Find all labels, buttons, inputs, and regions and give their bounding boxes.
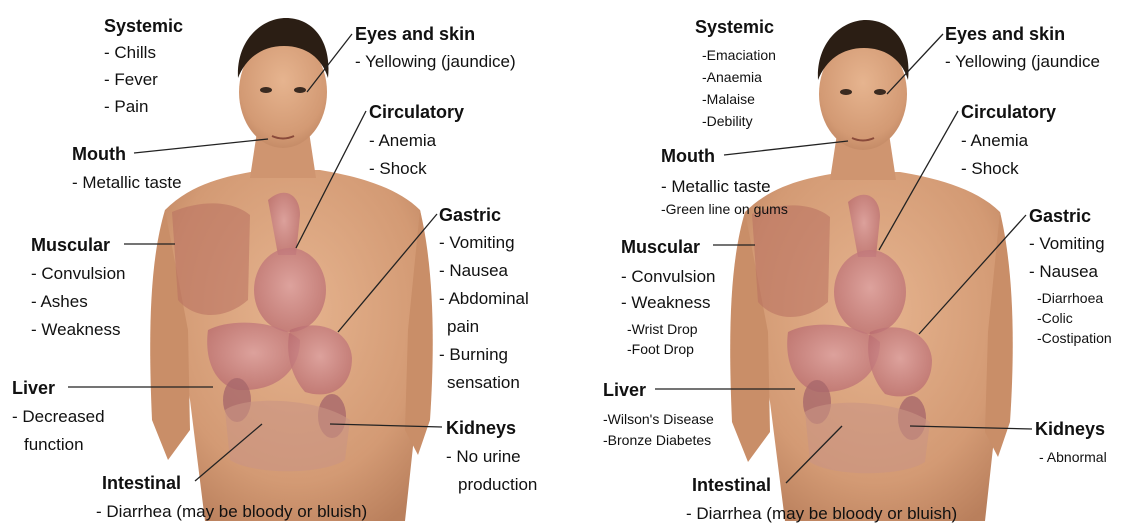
muscular-item: -Wrist Drop xyxy=(627,321,716,337)
circulatory-group: Circulatory - Anemia - Shock xyxy=(369,102,464,179)
muscular-title: Muscular xyxy=(31,235,126,256)
muscular-item: - Convulsion xyxy=(31,264,126,284)
muscular-title: Muscular xyxy=(621,237,716,258)
gastric-item: -Diarrhoea xyxy=(1037,290,1112,306)
muscular-group: Muscular - Convulsion - Weakness -Wrist … xyxy=(621,237,716,357)
mouth-title: Mouth xyxy=(661,146,788,167)
gastric-item: pain xyxy=(439,317,529,337)
muscular-group: Muscular - Convulsion - Ashes - Weakness xyxy=(31,235,126,340)
liver-title: Liver xyxy=(603,380,714,401)
liver-item: -Bronze Diabetes xyxy=(603,432,714,448)
kidneys-title: Kidneys xyxy=(446,418,537,439)
systemic-title: Systemic xyxy=(104,16,183,37)
panel-right: Systemic -Emaciation -Anaemia -Malaise -… xyxy=(569,0,1138,521)
gastric-item: - Burning xyxy=(439,345,529,365)
systemic-item: - Fever xyxy=(104,70,183,90)
eyes-skin-title: Eyes and skin xyxy=(945,24,1100,45)
systemic-item: -Anaemia xyxy=(702,69,776,85)
liver-item: function xyxy=(12,435,105,455)
mouth-item: -Green line on gums xyxy=(661,201,788,217)
gastric-item: -Colic xyxy=(1037,310,1112,326)
muscular-item: - Convulsion xyxy=(621,267,716,287)
systemic-group: Systemic - Chills - Fever - Pain xyxy=(104,16,183,117)
liver-title: Liver xyxy=(12,378,105,399)
muscular-item: - Ashes xyxy=(31,292,126,312)
gastric-group: Gastric - Vomiting - Nausea -Diarrhoea -… xyxy=(1029,206,1112,346)
gastric-item: -Costipation xyxy=(1037,330,1112,346)
kidneys-group: Kidneys - No urine production xyxy=(446,418,537,495)
intestinal-title: Intestinal xyxy=(102,473,367,494)
muscular-item: - Weakness xyxy=(31,320,126,340)
mouth-item: - Metallic taste xyxy=(661,177,788,197)
mouth-group: Mouth - Metallic taste xyxy=(72,144,182,193)
circulatory-group: Circulatory - Anemia - Shock xyxy=(961,102,1056,179)
circulatory-item: - Anemia xyxy=(369,131,464,151)
eyes-skin-item: - Yellowing (jaundice xyxy=(945,52,1100,72)
intestinal-group: Intestinal - Diarrhea (may be bloody or … xyxy=(102,473,367,522)
liver-group: Liver - Decreased function xyxy=(12,378,105,455)
systemic-title: Systemic xyxy=(695,17,776,38)
eyes-skin-item: - Yellowing (jaundice) xyxy=(355,52,516,72)
intestinal-item: - Diarrhea (may be bloody or bluish) xyxy=(686,504,957,524)
gastric-title: Gastric xyxy=(439,205,529,226)
kidneys-group: Kidneys - Abnormal xyxy=(1035,419,1107,465)
muscular-item: - Weakness xyxy=(621,293,716,313)
eyes-skin-group: Eyes and skin - Yellowing (jaundice xyxy=(945,24,1100,72)
intestinal-title: Intestinal xyxy=(692,475,957,496)
panel-left: Systemic - Chills - Fever - Pain Eyes an… xyxy=(0,0,569,521)
circulatory-item: - Shock xyxy=(961,159,1056,179)
circulatory-title: Circulatory xyxy=(961,102,1056,123)
gastric-group: Gastric - Vomiting - Nausea - Abdominal … xyxy=(439,205,529,393)
systemic-item: -Emaciation xyxy=(702,47,776,63)
liver-item: -Wilson's Disease xyxy=(603,411,714,427)
systemic-item: - Pain xyxy=(104,97,183,117)
kidneys-item: production xyxy=(446,475,537,495)
gastric-item: - Nausea xyxy=(1029,262,1112,282)
intestinal-group: Intestinal - Diarrhea (may be bloody or … xyxy=(692,475,957,524)
circulatory-item: - Shock xyxy=(369,159,464,179)
gastric-title: Gastric xyxy=(1029,206,1112,227)
muscular-item: -Foot Drop xyxy=(627,341,716,357)
mouth-title: Mouth xyxy=(72,144,182,165)
liver-group: Liver -Wilson's Disease -Bronze Diabetes xyxy=(603,380,714,448)
gastric-item: - Vomiting xyxy=(1029,234,1112,254)
intestinal-item: - Diarrhea (may be bloody or bluish) xyxy=(96,502,367,522)
kidneys-item: - No urine xyxy=(446,447,537,467)
circulatory-item: - Anemia xyxy=(961,131,1056,151)
mouth-group: Mouth - Metallic taste -Green line on gu… xyxy=(661,146,788,217)
kidneys-item: - Abnormal xyxy=(1039,449,1107,465)
gastric-item: sensation xyxy=(439,373,529,393)
systemic-item: - Chills xyxy=(104,43,183,63)
gastric-item: - Abdominal xyxy=(439,289,529,309)
eyes-skin-title: Eyes and skin xyxy=(355,24,516,45)
kidneys-title: Kidneys xyxy=(1035,419,1107,440)
systemic-group: Systemic -Emaciation -Anaemia -Malaise -… xyxy=(695,17,776,129)
gastric-item: - Nausea xyxy=(439,261,529,281)
circulatory-title: Circulatory xyxy=(369,102,464,123)
mouth-item: - Metallic taste xyxy=(72,173,182,193)
systemic-item: -Malaise xyxy=(702,91,776,107)
eyes-skin-group: Eyes and skin - Yellowing (jaundice) xyxy=(355,24,516,72)
liver-item: - Decreased xyxy=(12,407,105,427)
systemic-item: -Debility xyxy=(702,113,776,129)
gastric-item: - Vomiting xyxy=(439,233,529,253)
